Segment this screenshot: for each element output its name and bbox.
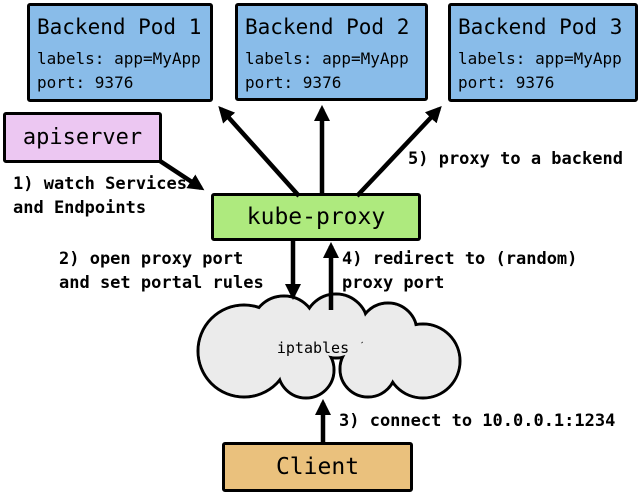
step2-line2: and set portal rules [59, 273, 264, 293]
kube-proxy-label: kube-proxy [246, 204, 386, 230]
backend-pod-3-box: Backend Pod 3 labels: app=MyApp port: 93… [448, 3, 638, 102]
step2-annotation: 2) open proxy port and set portal rules [59, 247, 264, 295]
backend-pod-1-port: port: 9376 [37, 73, 134, 92]
backend-pod-3-title: Backend Pod 3 [458, 15, 623, 39]
step2-line1: 2) open proxy port [59, 249, 244, 269]
client-label: Client [275, 454, 360, 480]
step4-annotation: 4) redirect to (random) proxy port [342, 247, 577, 295]
backend-pod-3-port: port: 9376 [458, 73, 555, 92]
apiserver-box: apiserver [3, 112, 162, 163]
iptables-label: iptables [276, 339, 350, 357]
backend-pod-1-box: Backend Pod 1 labels: app=MyApp port: 93… [27, 3, 213, 102]
backend-pod-2-title: Backend Pod 2 [245, 15, 410, 39]
step4-line1: 4) redirect to (random) [342, 249, 578, 269]
backend-pod-1-title: Backend Pod 1 [37, 15, 202, 39]
client-box: Client [222, 442, 413, 492]
step5-line1: 5) proxy to a backend [408, 149, 623, 169]
step3-annotation: 3) connect to 10.0.0.1:1234 [339, 409, 615, 433]
step5-annotation: 5) proxy to a backend [408, 147, 623, 171]
backend-pod-2-labels: labels: app=MyApp [245, 49, 409, 68]
backend-pod-1-labels: labels: app=MyApp [37, 49, 201, 68]
apiserver-label: apiserver [22, 125, 143, 150]
step4-line2: proxy port [342, 273, 445, 293]
kube-proxy-box: kube-proxy [211, 193, 421, 241]
backend-pod-2-port: port: 9376 [245, 73, 342, 92]
step1-line2: and Endpoints [13, 198, 147, 218]
step1-line1: 1) watch Services [13, 174, 187, 194]
backend-pod-2-box: Backend Pod 2 labels: app=MyApp port: 93… [235, 3, 428, 101]
backend-pod-3-labels: labels: app=MyApp [458, 49, 622, 68]
arrow-kube-proxy-to-pod1 [218, 105, 301, 198]
step3-line1: 3) connect to 10.0.0.1:1234 [339, 411, 616, 431]
step1-annotation: 1) watch Services and Endpoints [13, 172, 187, 220]
